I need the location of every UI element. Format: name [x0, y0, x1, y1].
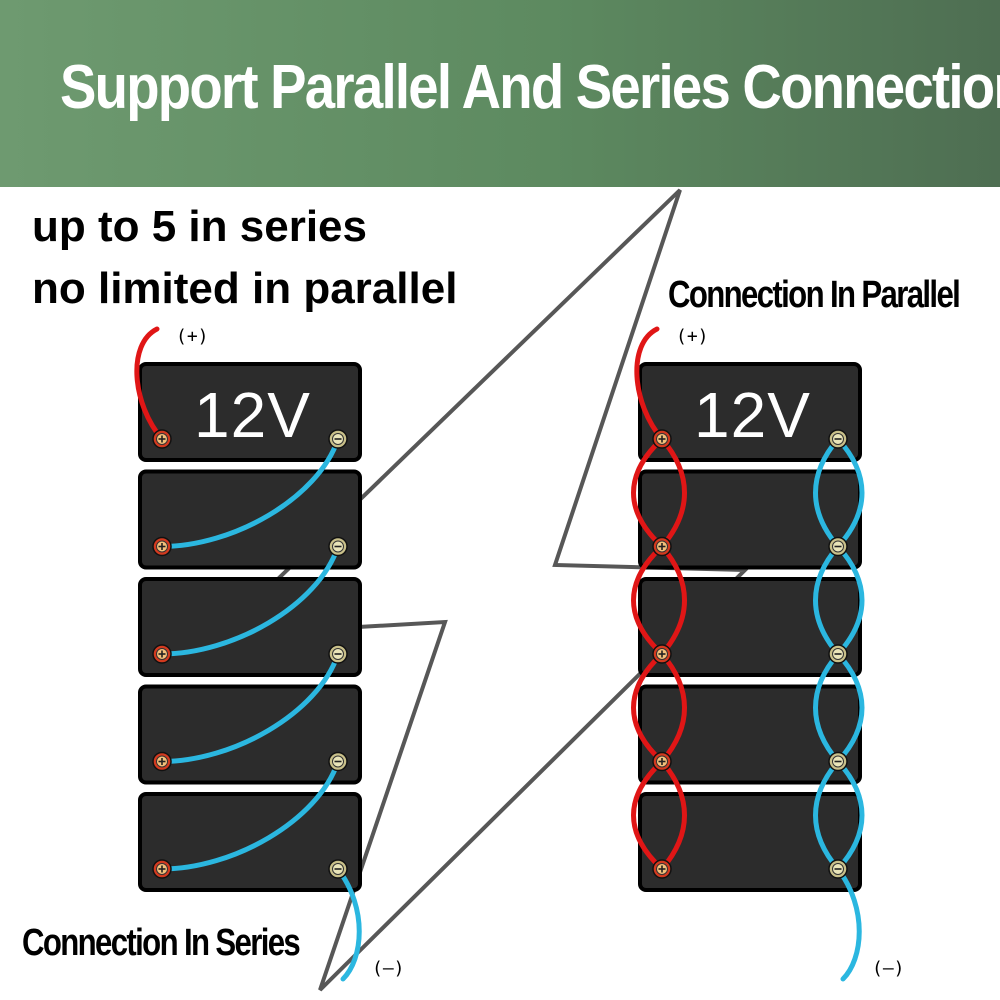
series-wiring [134, 326, 362, 982]
parallel-negative-wire [813, 651, 841, 764]
positive-terminal-icon [652, 429, 672, 449]
negative-terminal-icon [328, 429, 348, 449]
parallel-caption: Connection In Parallel [668, 274, 961, 316]
series-limit-text: up to 5 in series [32, 202, 367, 251]
positive-lead-wire [134, 326, 165, 442]
parallel-negative-wire [813, 436, 841, 549]
header-banner: Support Parallel And Series Connection [0, 0, 1000, 187]
series-voltage-label: 12V [194, 379, 311, 451]
positive-terminal-icon [152, 751, 172, 772]
battery-icon [638, 577, 862, 677]
parallel-negative-wire [835, 436, 865, 549]
negative-terminal-icon [828, 536, 848, 557]
battery-icon [638, 362, 862, 462]
positive-terminal-icon [152, 536, 172, 557]
negative-terminal-icon [328, 644, 348, 664]
series-link-wire [159, 436, 341, 549]
parallel-limit-text: no limited in parallel [32, 264, 458, 313]
battery-icon [138, 577, 362, 677]
positive-terminal-icon [152, 859, 172, 879]
negative-terminal-icon [828, 751, 848, 772]
parallel-wiring [631, 326, 865, 982]
battery-icon [638, 792, 862, 892]
parallel-negative-wire [835, 759, 865, 872]
parallel-positive-wire [631, 759, 665, 872]
negative-terminal-icon [328, 751, 348, 772]
parallel-positive-wire [631, 544, 665, 657]
battery-icon [138, 469, 362, 570]
series-battery-stack [134, 326, 362, 982]
series-positive-label: (+) [176, 326, 209, 347]
series-caption: Connection In Series [22, 922, 301, 964]
battery-icon [138, 684, 362, 785]
parallel-positive-wire [659, 544, 687, 657]
positive-terminal-icon [652, 644, 672, 664]
positive-terminal-icon [152, 644, 172, 664]
series-link-wire [159, 651, 341, 764]
page-title: Support Parallel And Series Connection [60, 53, 1000, 122]
positive-terminal-icon [652, 859, 672, 879]
negative-terminal-icon [328, 859, 348, 879]
parallel-negative-wire [813, 759, 841, 872]
positive-terminal-icon [652, 536, 672, 557]
parallel-battery-stack [631, 326, 865, 982]
parallel-positive-wire [631, 651, 665, 764]
parallel-positive-wire [659, 436, 687, 549]
positive-terminal-icon [652, 751, 672, 772]
series-negative-label: (—) [372, 958, 405, 979]
parallel-voltage-label: 12V [694, 379, 811, 451]
parallel-positive-wire [659, 651, 687, 764]
negative-terminal-icon [328, 536, 348, 557]
positive-lead-wire [634, 326, 665, 442]
negative-terminal-icon [828, 644, 848, 664]
parallel-positive-label: (+) [676, 326, 709, 347]
battery-icon [638, 469, 862, 570]
negative-lead-wire [335, 866, 362, 982]
battery-icon [138, 792, 362, 892]
parallel-positive-wire [659, 759, 687, 872]
parallel-negative-wire [813, 544, 841, 657]
series-link-wire [159, 544, 341, 657]
negative-terminal-icon [828, 859, 848, 879]
parallel-negative-wire [835, 651, 865, 764]
negative-lead-wire [835, 866, 862, 982]
battery-icon [638, 684, 862, 785]
parallel-negative-label: (—) [872, 958, 905, 979]
parallel-positive-wire [631, 436, 665, 549]
positive-terminal-icon [152, 429, 172, 449]
negative-terminal-icon [828, 429, 848, 449]
battery-icon [138, 362, 362, 462]
series-link-wire [159, 759, 341, 872]
parallel-negative-wire [835, 544, 865, 657]
